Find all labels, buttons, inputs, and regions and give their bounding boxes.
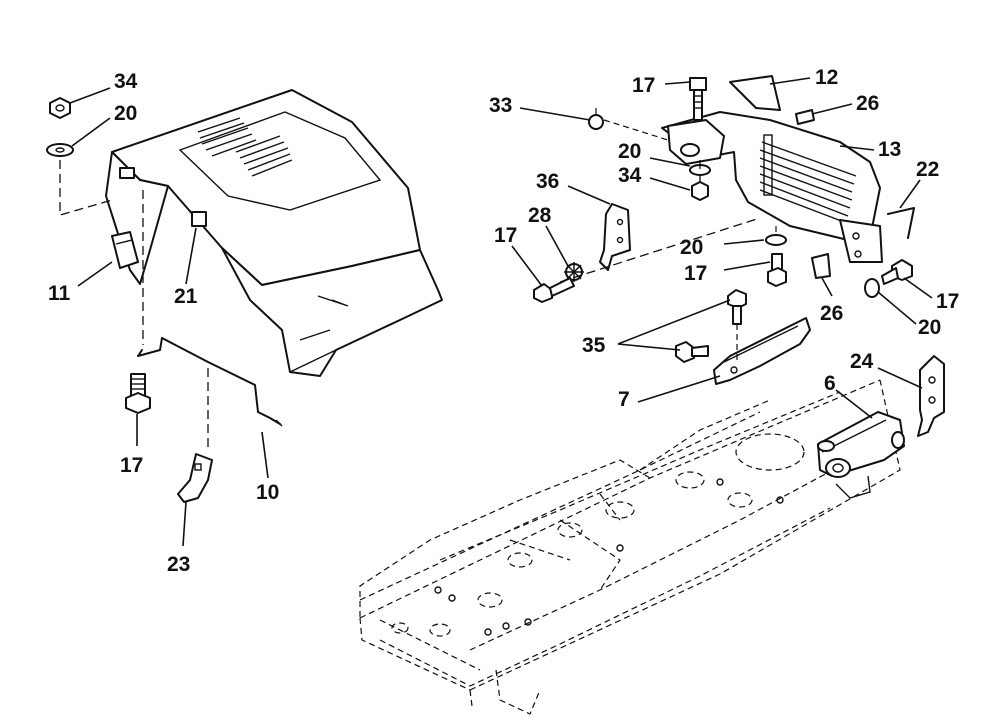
grille-bolt-17-top	[689, 77, 707, 121]
bolt-35-side	[675, 341, 709, 363]
callout-17-top: 17	[632, 74, 655, 97]
rod-bolt-17	[125, 373, 151, 414]
callout-33: 33	[489, 94, 512, 117]
washer-20-far-right	[864, 278, 880, 298]
callout-21: 21	[174, 285, 198, 308]
clip-26-lower	[811, 253, 831, 279]
callout-28: 28	[528, 204, 552, 227]
callout-11: 11	[48, 282, 71, 305]
callout-labels: 34 20 11 21 17 10 23 33 17 12 26 13 20 3…	[48, 66, 959, 576]
callout-17-right: 17	[684, 262, 707, 285]
star-washer-28	[564, 262, 584, 282]
callout-24: 24	[850, 350, 874, 373]
part-22	[887, 207, 915, 239]
callout-35: 35	[582, 334, 606, 357]
callout-20-left: 20	[114, 102, 137, 125]
callout-20-right: 20	[680, 236, 703, 259]
callout-36: 36	[536, 170, 559, 193]
hood-washer-20	[46, 143, 74, 157]
bracket-7	[713, 317, 811, 385]
bolt-17-far-right	[881, 259, 913, 285]
callout-13: 13	[878, 138, 901, 161]
bolt-35-top	[727, 289, 747, 325]
callout-6: 6	[824, 372, 836, 395]
callout-17-left-bracket: 17	[494, 224, 517, 247]
bolt-17-left-bracket	[533, 277, 575, 303]
callout-12: 12	[815, 66, 838, 89]
callout-22: 22	[916, 158, 939, 181]
grille-13	[661, 111, 883, 263]
bracket-24	[917, 355, 945, 437]
chassis-frame	[359, 379, 901, 715]
callout-17-rod: 17	[120, 454, 143, 477]
axle-bracket-6	[817, 411, 905, 499]
callout-34-mid: 34	[618, 164, 642, 187]
callout-34-left: 34	[114, 70, 138, 93]
callout-20-mid: 20	[618, 140, 641, 163]
nut-34-mid	[691, 181, 709, 201]
knob-33	[588, 114, 604, 130]
bolt-17-right	[767, 253, 787, 287]
washer-20-right	[765, 234, 787, 246]
callout-26-top: 26	[856, 92, 879, 115]
bracket-23	[177, 453, 213, 503]
callout-7: 7	[618, 388, 630, 411]
clip-26-top	[795, 109, 815, 125]
hood	[105, 89, 443, 377]
callout-20-far-right: 20	[918, 316, 941, 339]
callout-17-far-right: 17	[936, 290, 959, 313]
leader-lines	[69, 77, 933, 547]
part-12	[729, 75, 781, 111]
callout-10: 10	[256, 481, 279, 504]
bracket-36	[599, 203, 631, 271]
callout-26-lower: 26	[820, 302, 843, 325]
hood-support-rod	[137, 337, 283, 427]
callout-23: 23	[167, 553, 190, 576]
hood-nut-34	[49, 97, 71, 119]
